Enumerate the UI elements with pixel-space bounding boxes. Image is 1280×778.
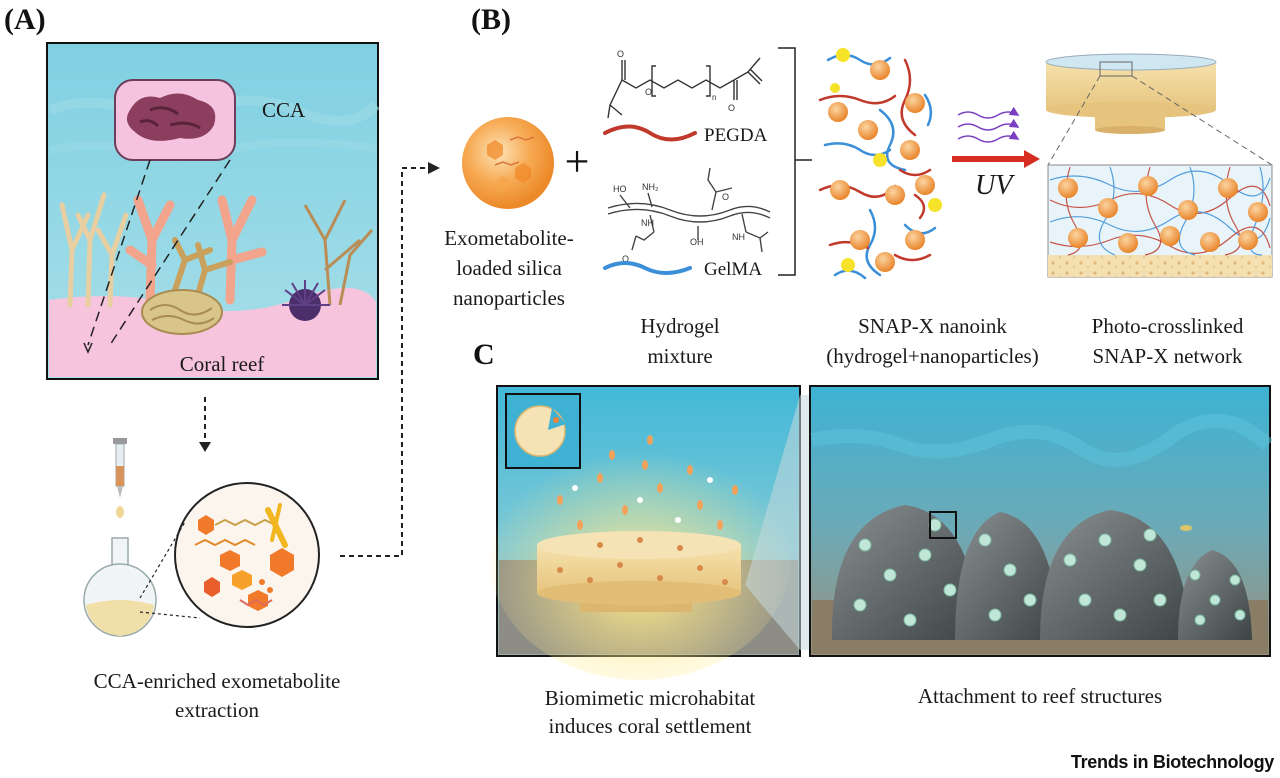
extraction-caption: CCA-enriched exometabolite extraction [52, 667, 382, 725]
zoom-connector [745, 395, 813, 650]
gelma-structure [607, 167, 771, 253]
uv-arrow [952, 106, 1040, 168]
nanoparticle-caption: Exometabolite-loaded silica nanoparticle… [420, 223, 598, 313]
pegda-label: PEGDA [704, 125, 768, 146]
journal-footer: Trends in Biotechnology [1070, 752, 1274, 772]
uv-label: UV [975, 170, 1015, 201]
branching-coral-left [59, 192, 129, 308]
nanoink-caption-line1: SNAP-X nanoink [858, 314, 1007, 338]
gelma-chain [603, 261, 692, 275]
exometabolite-molecules [174, 482, 320, 628]
panel-a-letter: (A) [4, 3, 46, 36]
reef-fish-dot [1180, 525, 1192, 531]
panel-c-microhabitat-scene [490, 385, 801, 680]
gelma-label: GelMA [704, 259, 762, 280]
microhabitat-caption-line2: induces coral settlement [548, 714, 752, 738]
chem-o3: O [728, 103, 735, 113]
nanoink-caption-line2: (hydrogel+nanoparticles) [826, 344, 1039, 368]
network-caption-line1: Photo-crosslinked [1091, 314, 1244, 338]
hydrogel-caption: Hydrogel mixture [620, 311, 740, 371]
chem-nh1: NH [641, 218, 654, 228]
extraction-caption-text: CCA-enriched exometabolite extraction [93, 669, 341, 722]
hydrogel-caption-line1: Hydrogel [640, 314, 720, 338]
hydrogel-disc [1045, 53, 1217, 134]
chem-n: n [712, 93, 716, 102]
plus-sign: + [565, 137, 590, 186]
nanoparticle-caption-text: Exometabolite-loaded silica nanoparticle… [444, 226, 574, 310]
extraction-flask-icon [83, 438, 157, 637]
attachment-caption: Attachment to reef structures [917, 684, 1163, 708]
network-caption: Photo-crosslinked SNAP-X network [1065, 311, 1270, 371]
pegda-structure [607, 57, 763, 119]
chem-oh: OH [690, 237, 704, 247]
sea-urchin [282, 280, 330, 321]
chem-o2: O [645, 87, 652, 97]
chem-nh2b: NH [732, 232, 745, 242]
microhabitat-caption-line1: Biomimetic microhabitat [544, 686, 756, 710]
nanoink-mixture [818, 48, 942, 280]
chem-o5: O [622, 254, 629, 264]
panel-c-reef-attachment-scene [809, 385, 1273, 657]
chem-nh2: NH₂ [642, 182, 659, 192]
crosslinked-network [1047, 164, 1273, 278]
arrow-right-connector [340, 167, 428, 557]
fan-coral-right [303, 199, 374, 306]
coral-reef-label: Coral reef [180, 352, 265, 376]
panel-a-reef-scene [46, 42, 380, 380]
nanoink-caption: SNAP-X nanoink (hydrogel+nanoparticles) [800, 311, 1065, 371]
pink-coral [125, 195, 267, 305]
silica-nanoparticle [462, 117, 554, 209]
pegda-chain [603, 124, 697, 142]
microhabitat-caption: Biomimetic microhabitat induces coral se… [495, 684, 805, 740]
chem-ho: HO [613, 184, 627, 194]
chem-o4: O [722, 192, 729, 202]
cca-label: CCA [262, 98, 306, 122]
chem-o1: O [617, 49, 624, 59]
network-caption-line2: SNAP-X network [1092, 344, 1243, 368]
panel-c-letter: C [473, 338, 495, 371]
mixture-bracket [778, 47, 796, 276]
cca-callout [114, 79, 236, 161]
hydrogel-caption-line2: mixture [647, 344, 713, 368]
panel-b-letter: (B) [471, 3, 511, 36]
